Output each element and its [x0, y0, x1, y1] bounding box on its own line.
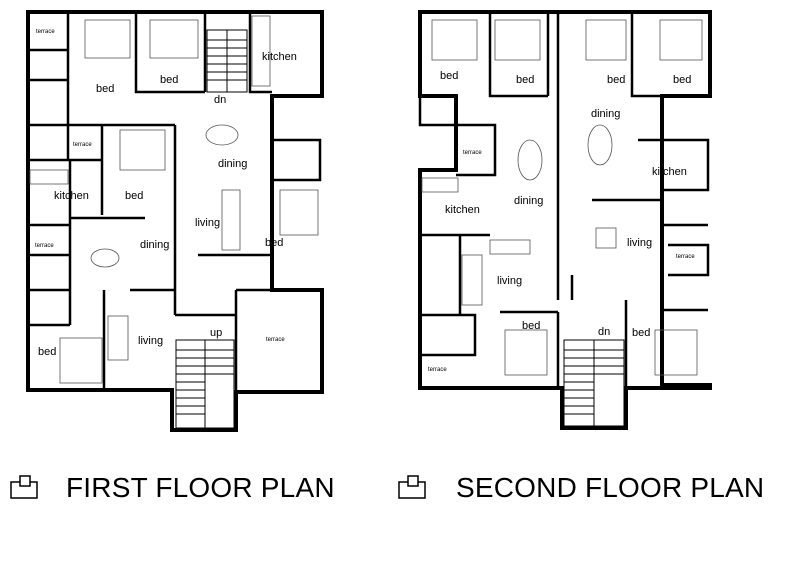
- second-floor-stair: [563, 339, 625, 427]
- room-label: dining: [218, 158, 247, 170]
- room-label: dining: [514, 195, 543, 207]
- room-label: terrace: [36, 29, 55, 35]
- second-floor-outer-wall: [418, 10, 712, 430]
- room-label: dining: [140, 239, 169, 251]
- second-floor-furniture: [421, 19, 703, 376]
- first-floor-outer-wall: [26, 10, 324, 432]
- room-label: terrace: [35, 243, 54, 249]
- room-label: bed: [160, 74, 178, 86]
- room-label: living: [497, 275, 522, 287]
- first-floor-stair-bottom: [175, 339, 235, 429]
- first-floor-title: FIRST FLOOR PLAN: [66, 472, 335, 503]
- room-label: bed: [607, 74, 625, 86]
- room-label: bed: [522, 320, 540, 332]
- second-floor-plan: bed bed bed bed dining terrace kitchen k…: [418, 10, 712, 430]
- room-label: dn: [214, 94, 226, 106]
- room-label: bed: [440, 70, 458, 82]
- room-label: bed: [38, 346, 56, 358]
- first-floor-furniture: [29, 15, 319, 384]
- room-label: bed: [96, 83, 114, 95]
- room-label: terrace: [463, 150, 482, 156]
- second-floor-room-labels: bed bed bed bed dining terrace kitchen k…: [428, 70, 695, 373]
- room-label: terrace: [266, 337, 285, 343]
- second-floor-interior-walls: [418, 14, 710, 388]
- room-label: bed: [632, 327, 650, 339]
- room-label: dining: [591, 108, 620, 120]
- first-floor-room-labels: terrace bed bed dn kitchen terrace dinin…: [35, 29, 297, 358]
- plan-marker-icon: [398, 475, 426, 499]
- room-label: living: [627, 237, 652, 249]
- room-label: dn: [598, 326, 610, 338]
- room-label: living: [138, 335, 163, 347]
- room-label: kitchen: [445, 204, 480, 216]
- first-floor-stair-top: [206, 29, 248, 93]
- room-label: bed: [673, 74, 691, 86]
- room-label: kitchen: [652, 166, 687, 178]
- second-floor-title: SECOND FLOOR PLAN: [456, 472, 765, 503]
- room-label: bed: [265, 237, 283, 249]
- room-label: terrace: [676, 254, 695, 260]
- room-label: terrace: [73, 142, 92, 148]
- first-floor-plan: terrace bed bed dn kitchen terrace dinin…: [26, 10, 324, 432]
- room-label: terrace: [428, 367, 447, 373]
- room-label: bed: [125, 190, 143, 202]
- plan-marker-icon: [10, 475, 38, 499]
- room-label: kitchen: [262, 51, 297, 63]
- first-floor-interior-walls: [28, 14, 322, 392]
- room-label: kitchen: [54, 190, 89, 202]
- room-label: up: [210, 327, 222, 339]
- room-label: bed: [516, 74, 534, 86]
- room-label: living: [195, 217, 220, 229]
